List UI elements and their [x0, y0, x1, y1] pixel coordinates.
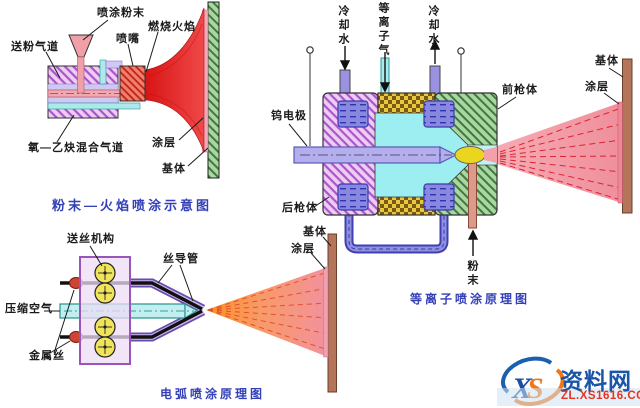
- arc-spray-streaks: [207, 271, 329, 351]
- label-powder-feed: 送粉气道: [11, 41, 59, 53]
- plasma-flame: [454, 146, 486, 164]
- label-spray-powder: 喷涂粉末: [97, 7, 145, 19]
- label-cooling-water-out: 冷却水: [427, 5, 439, 47]
- flame-gun-cap: [105, 60, 123, 69]
- flame-gas-channel: [47, 102, 141, 110]
- label-flame-substrate: 基体: [162, 163, 186, 175]
- powder-funnel-stem: [77, 56, 85, 94]
- water-chambers: [337, 100, 455, 211]
- plasma-spray-streaks: [499, 107, 622, 201]
- logo-swirl-blue: [501, 356, 553, 394]
- flame-gun-channel-lower: [47, 96, 119, 104]
- label-nozzle: 喷嘴: [116, 33, 140, 45]
- flame-leader-lines: [45, 19, 209, 167]
- plasma-spray-cone: [497, 102, 622, 203]
- label-front-gun-body: 前枪体: [502, 84, 538, 96]
- watermark-band: [497, 388, 640, 406]
- label-plasma-coating: 涂层: [585, 81, 609, 93]
- label-wire-guide: 丝导管: [163, 253, 199, 265]
- flame-nozzle: [119, 65, 146, 102]
- power-terminals: [306, 46, 465, 146]
- flame-gas-inlet-stub: [99, 59, 107, 85]
- watermark-site-name: 资料网: [560, 368, 632, 394]
- label-combustion-flame: 燃烧火焰: [148, 21, 196, 33]
- caption-plasma-spray: 等离子喷涂原理图: [410, 292, 531, 306]
- label-metal-wire: 金属丝: [29, 350, 65, 362]
- cooling-water-loop: [344, 213, 449, 254]
- air-tube-nozzle: [184, 302, 199, 320]
- label-plasma-substrate: 基体: [595, 55, 619, 67]
- label-tungsten-electrode: 钨电极: [271, 110, 307, 122]
- flame-streaks: [149, 23, 203, 137]
- arc-substrate-plate: [327, 233, 337, 393]
- label-compressed-air: 压缩空气: [5, 303, 53, 315]
- label-rear-gun-body: 后枪体: [282, 202, 318, 214]
- plasma-leader-lines: [288, 67, 624, 208]
- plasma-coating-layer: [617, 101, 623, 204]
- plasma-spray-diagram: [288, 39, 633, 256]
- powder-feed-tube: [468, 159, 477, 229]
- arc-leader-lines: [44, 236, 332, 354]
- arc-spray-cone: [206, 267, 328, 357]
- flame-substrate-plate: [207, 1, 220, 179]
- label-arc-substrate: 基体: [303, 226, 327, 238]
- label-gas-mix: 氧—乙炔混合气道: [28, 142, 124, 154]
- flow-arrows: [339, 39, 479, 256]
- flame-spray-diagram: [45, 1, 220, 179]
- label-plasma-gas: 等离子气: [377, 2, 389, 58]
- arc-coating-layer: [323, 266, 329, 358]
- caption-arc-spray: 电弧喷涂原理图: [160, 387, 266, 401]
- arc-spray-diagram: [44, 233, 337, 393]
- label-arc-coating: 涂层: [291, 243, 315, 255]
- label-cooling-water-in: 冷却水: [337, 5, 349, 47]
- plasma-substrate-plate: [622, 58, 633, 214]
- label-flame-coating: 涂层: [152, 137, 176, 149]
- plasma-jet: [484, 147, 497, 163]
- caption-flame-spray: 粉末—火焰喷涂示意图: [52, 198, 213, 213]
- watermark-site-url: ZL.XS1616.COM: [561, 390, 640, 402]
- label-wire-feeder: 送丝机构: [67, 233, 115, 245]
- feed-rollers: [94, 262, 116, 358]
- label-powder: 粉末: [466, 260, 478, 288]
- powder-funnel: [68, 34, 94, 58]
